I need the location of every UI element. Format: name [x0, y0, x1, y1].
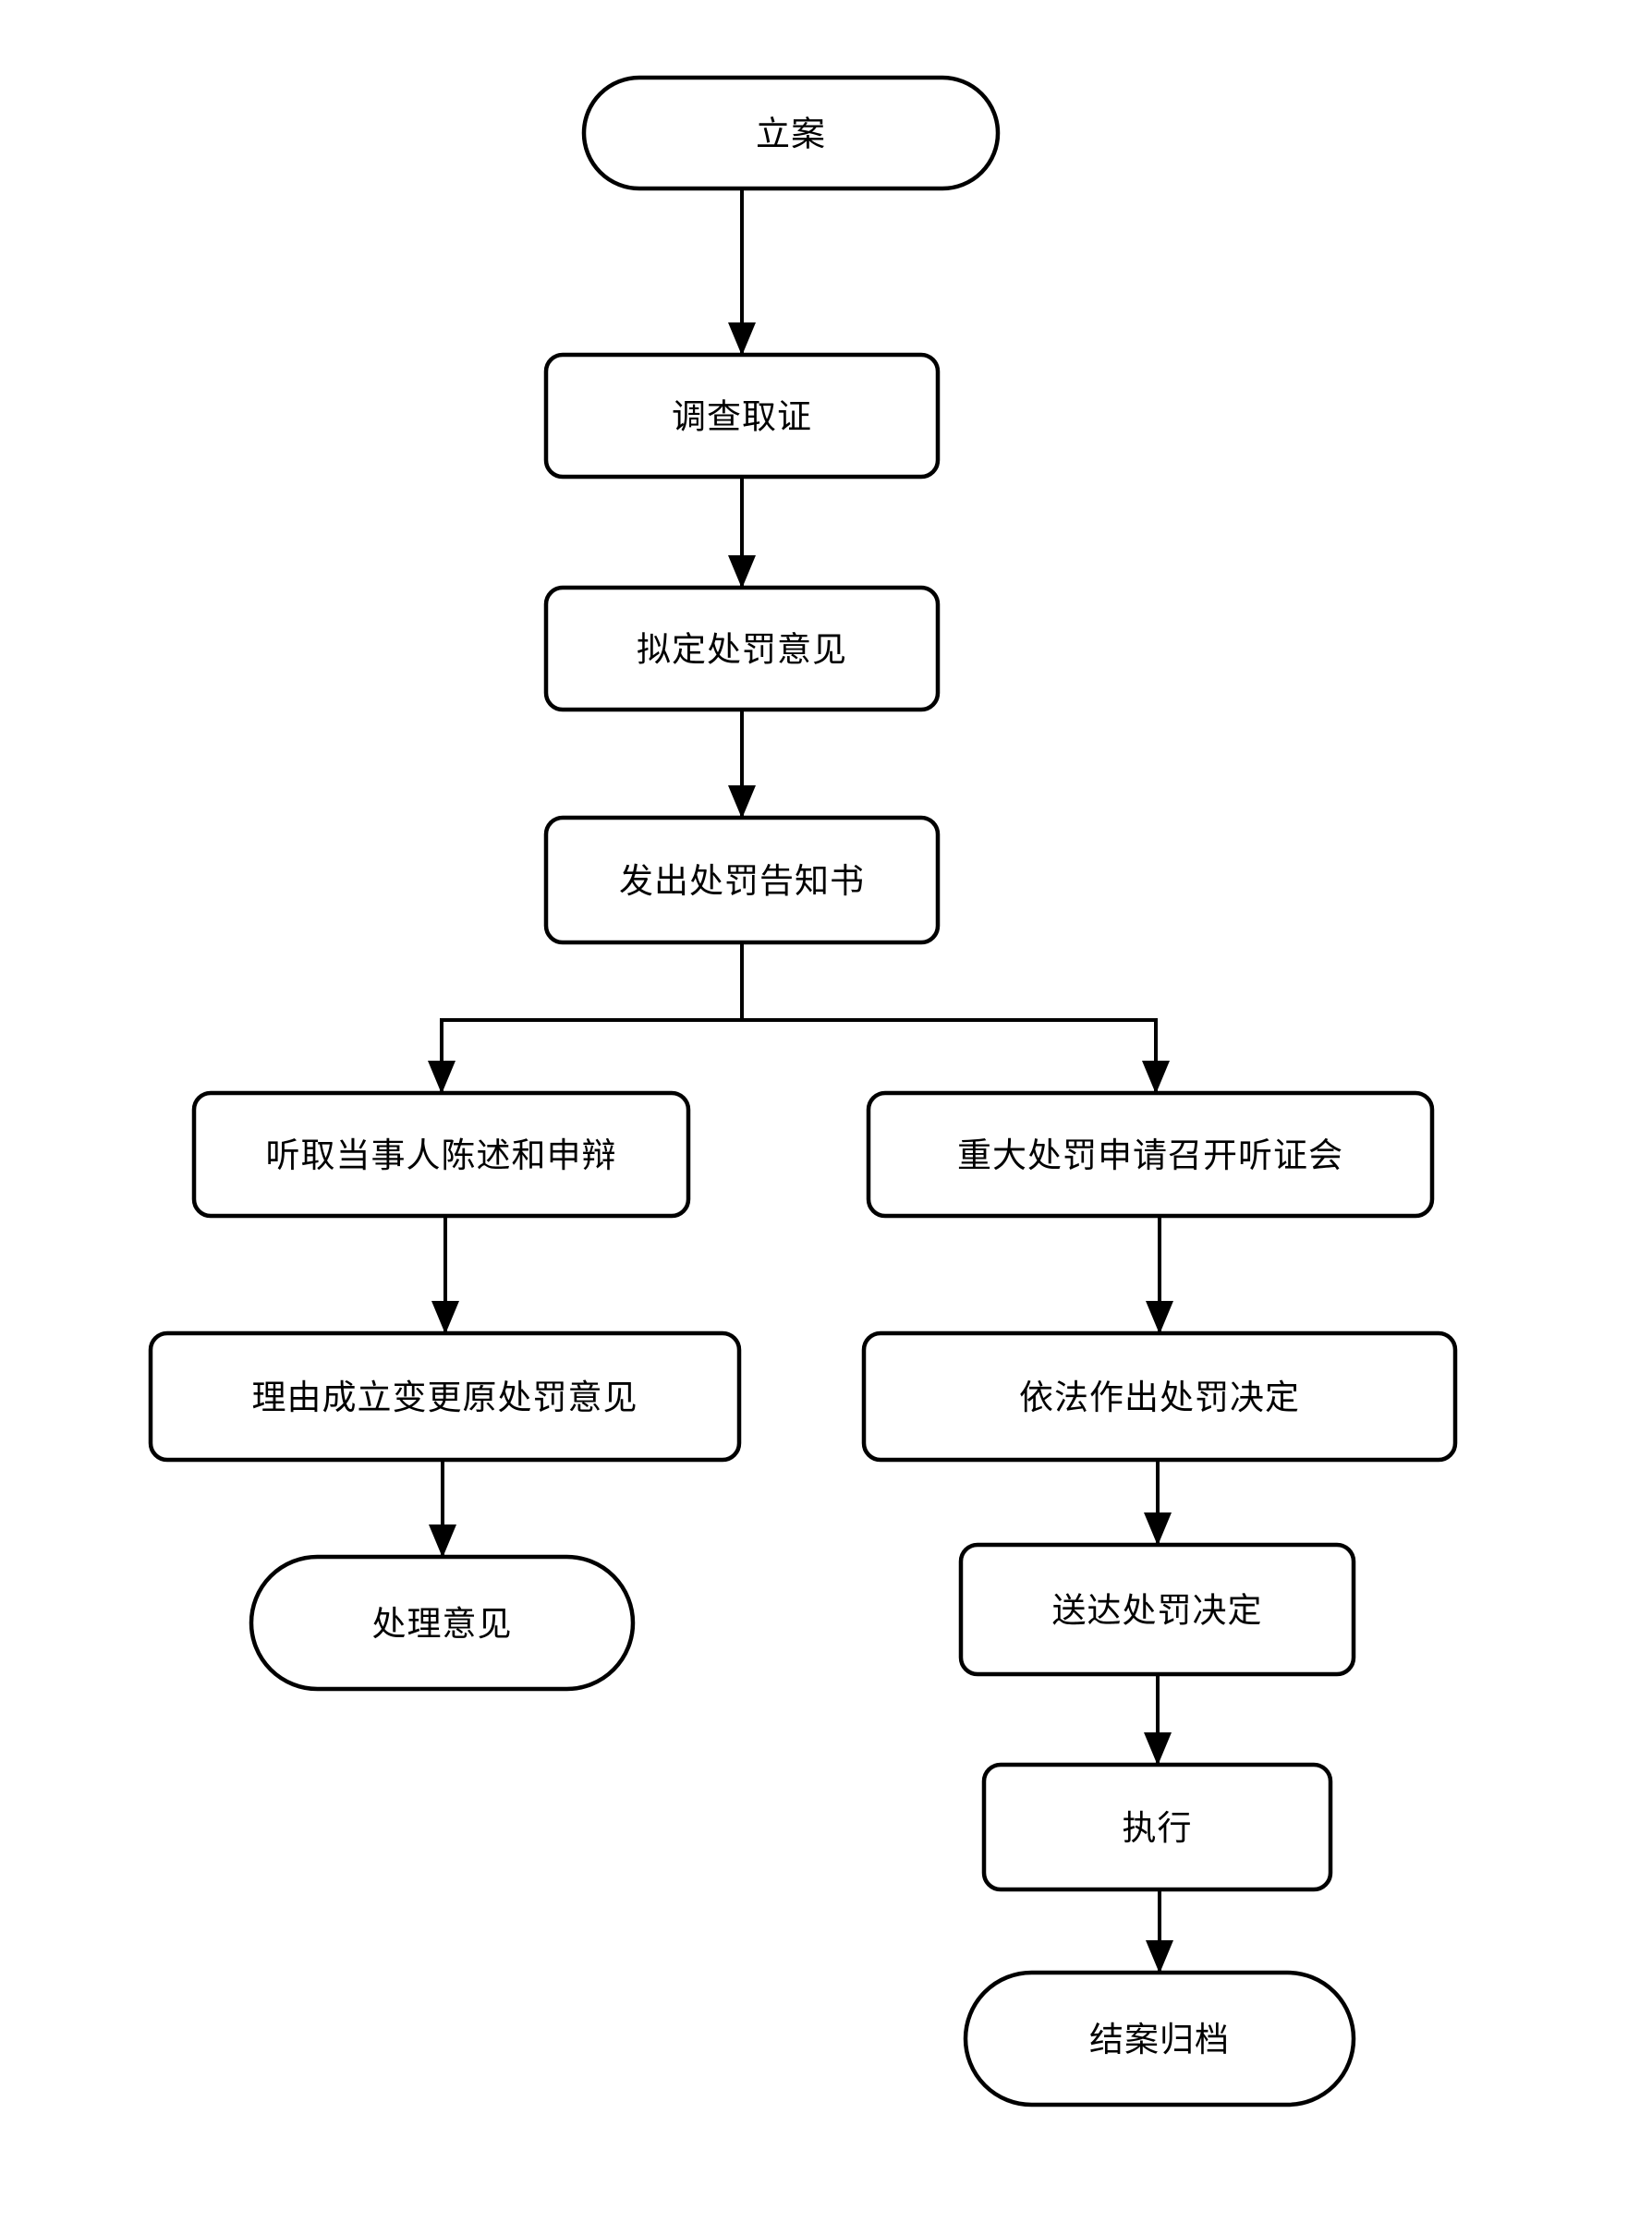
node-shape-stadium — [963, 1970, 1356, 2107]
node-shape-rounded-rect — [543, 585, 941, 712]
node-shape-rounded-rect — [191, 1090, 691, 1219]
flow-node-n5[interactable]: 听取当事人陈述和申辩 — [191, 1090, 691, 1219]
flow-node-n1[interactable]: 立案 — [581, 75, 1001, 191]
node-shape-rounded-rect — [866, 1090, 1435, 1219]
node-label: 送达处罚决定 — [1052, 1591, 1263, 1631]
flow-edge-n11-to-n12 — [1146, 1889, 1173, 1974]
node-shape-rounded-rect — [958, 1542, 1356, 1677]
flow-node-n7[interactable]: 理由成立变更原处罚意见 — [148, 1330, 742, 1463]
edges-layer — [428, 188, 1173, 1974]
flow-edge-n10-to-n11 — [1144, 1674, 1172, 1766]
node-label: 结案归档 — [1089, 2020, 1230, 2059]
flow-edge-n1-to-n2 — [728, 188, 756, 356]
flow-node-n9[interactable]: 处理意见 — [249, 1554, 636, 1692]
node-shape-stadium — [249, 1554, 636, 1692]
node-shape-rounded-rect — [861, 1330, 1458, 1463]
node-label: 拟定处罚意见 — [637, 630, 847, 670]
flow-node-n12[interactable]: 结案归档 — [963, 1970, 1356, 2107]
flow-edge-n6-to-n8 — [1146, 1216, 1173, 1334]
flow-node-n11[interactable]: 执行 — [981, 1762, 1333, 1892]
flow-node-n2[interactable]: 调查取证 — [543, 352, 941, 480]
node-shape-stadium — [581, 75, 1001, 191]
flow-node-n4[interactable]: 发出处罚告知书 — [543, 815, 941, 945]
node-label: 调查取证 — [672, 397, 812, 437]
node-shape-rounded-rect — [543, 352, 941, 480]
node-label: 理由成立变更原处罚意见 — [252, 1378, 638, 1417]
node-shape-rounded-rect — [543, 815, 941, 945]
node-label: 立案 — [756, 115, 826, 154]
node-label: 执行 — [1123, 1808, 1193, 1848]
node-label: 重大处罚申请召开听证会 — [957, 1136, 1343, 1175]
node-label: 听取当事人陈述和申辩 — [266, 1136, 617, 1175]
flow-edge-n8-to-n10 — [1144, 1460, 1172, 1546]
flow-node-n3[interactable]: 拟定处罚意见 — [543, 585, 941, 712]
node-shape-rounded-rect — [148, 1330, 742, 1463]
flow-edge-n5-to-n7 — [431, 1216, 459, 1334]
flow-edge-n3-to-n4 — [728, 710, 756, 819]
flow-node-n8[interactable]: 依法作出处罚决定 — [861, 1330, 1458, 1463]
flow-edge-n2-to-n3 — [728, 477, 756, 589]
flow-edge-n4-to-n6 — [742, 1018, 1170, 1094]
node-label: 依法作出处罚决定 — [1019, 1378, 1300, 1417]
flow-edge-n4-to-n5 — [428, 942, 744, 1094]
node-shape-rounded-rect — [981, 1762, 1333, 1892]
flow-edge-n7-to-n9 — [429, 1460, 456, 1558]
node-label: 处理意见 — [372, 1604, 513, 1644]
flow-node-n10[interactable]: 送达处罚决定 — [958, 1542, 1356, 1677]
node-label: 发出处罚告知书 — [619, 861, 865, 901]
flow-node-n6[interactable]: 重大处罚申请召开听证会 — [866, 1090, 1435, 1219]
